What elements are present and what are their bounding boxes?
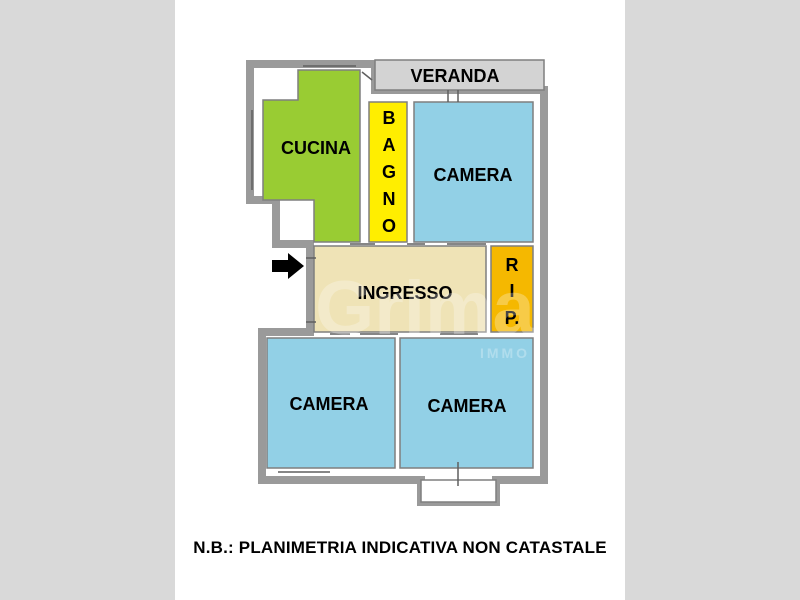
bagno-letter: O xyxy=(382,216,396,236)
camera-bottom-left-label: CAMERA xyxy=(290,394,369,414)
bagno-label: B A G N O xyxy=(382,108,396,236)
watermark-brand: Grima xyxy=(315,266,535,351)
watermark-sub: IMMO xyxy=(480,345,530,361)
openings xyxy=(251,65,486,486)
rip-letter: P. xyxy=(505,308,520,328)
room-camera-bottom-left xyxy=(266,337,396,469)
camera-bottom-right-label: CAMERA xyxy=(428,396,507,416)
veranda-area xyxy=(374,59,545,91)
bagno-letter: N xyxy=(383,189,396,209)
bagno-letter: A xyxy=(383,135,396,155)
cucina-label: CUCINA xyxy=(281,138,351,158)
ingresso-label: INGRESSO xyxy=(357,283,452,303)
entrance-arrow-icon xyxy=(272,253,304,279)
room-ripostiglio xyxy=(490,245,534,333)
bagno-letter: G xyxy=(382,162,396,182)
rip-letter: I xyxy=(509,281,514,301)
room-bagno xyxy=(368,101,408,243)
floor-plan-sheet: VERANDA CUCINA B A G N O CAMERA INGRESSO… xyxy=(175,0,625,600)
room-ingresso xyxy=(313,245,487,333)
veranda-label: VERANDA xyxy=(410,66,499,86)
room-cucina xyxy=(262,69,361,243)
bagno-letter: B xyxy=(383,108,396,128)
camera-top-label: CAMERA xyxy=(434,165,513,185)
floor-plan: VERANDA CUCINA B A G N O CAMERA INGRESSO… xyxy=(246,59,548,506)
ripostiglio-label: R I P. xyxy=(505,255,520,328)
room-camera-bottom-right xyxy=(399,337,534,469)
room-camera-top xyxy=(413,101,534,243)
rip-letter: R xyxy=(506,255,519,275)
disclaimer-note: N.B.: PLANIMETRIA INDICATIVA NON CATASTA… xyxy=(193,538,607,557)
